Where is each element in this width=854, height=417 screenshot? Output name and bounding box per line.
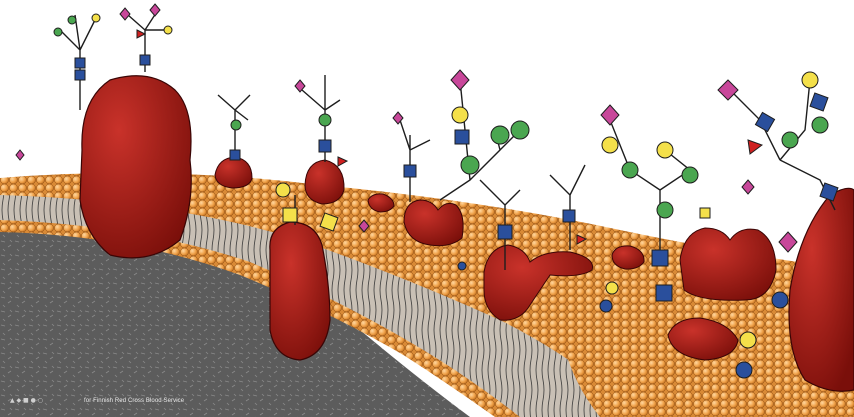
glycan-circle-icon — [54, 28, 62, 36]
image-credit: for Finnish Red Cross Blood Service — [84, 398, 184, 404]
glycan-square-icon — [498, 225, 512, 239]
glycan-triangle-icon — [137, 30, 145, 38]
glycan-square-icon — [563, 210, 575, 222]
glycan-diamond-icon — [779, 232, 797, 252]
glycan-diamond-icon — [742, 180, 754, 194]
glycan-circle-icon — [812, 117, 828, 133]
glycan-triangle-icon — [338, 157, 347, 166]
glycan-square-icon — [455, 130, 469, 144]
glycan-diamond-icon — [718, 80, 738, 100]
glycan-square-icon — [404, 165, 416, 177]
protein-small-2 — [305, 160, 344, 204]
glycan-circle-icon — [458, 262, 466, 270]
protein-edge-right — [789, 188, 854, 391]
glycan-circle-icon — [606, 282, 618, 294]
glycan-circle-icon — [782, 132, 798, 148]
glycan-square-icon — [810, 93, 828, 111]
protein-transmembrane-center — [270, 222, 330, 360]
glycan-diamond-icon — [451, 70, 469, 90]
glycan-square-icon — [283, 208, 297, 222]
glycan-circle-icon — [68, 16, 76, 24]
glycan-circle-icon — [461, 156, 479, 174]
glycan-circle-icon — [92, 14, 100, 22]
glycan-square-icon — [140, 55, 150, 65]
glycan-diamond-icon — [601, 105, 619, 125]
glycan-circle-icon — [772, 292, 788, 308]
glycan-square-icon — [656, 285, 672, 301]
glycan-circle-icon — [452, 107, 468, 123]
glycan-square-icon — [755, 112, 774, 131]
glycan-circle-icon — [602, 137, 618, 153]
glycan-circle-icon — [802, 72, 818, 88]
glycan-circle-icon — [319, 114, 331, 126]
glycan-circle-icon — [736, 362, 752, 378]
glycan-circle-icon — [491, 126, 509, 144]
glycan-circle-icon — [622, 162, 638, 178]
glycan-circle-icon — [231, 120, 241, 130]
glycan-triangle-icon — [748, 140, 762, 154]
glycan-circle-icon — [657, 142, 673, 158]
glycan-diamond-icon — [120, 8, 130, 20]
glycan-circle-icon — [511, 121, 529, 139]
glycan-diamond-icon — [295, 80, 305, 92]
glycan-circle-icon — [600, 300, 612, 312]
glycan-circle-icon — [657, 202, 673, 218]
glycan-circle-icon — [682, 167, 698, 183]
glycan-square-icon — [75, 70, 85, 80]
glycan-square-icon — [319, 140, 331, 152]
glycan-circle-icon — [164, 26, 172, 34]
glycan-diamond-icon — [150, 4, 160, 16]
protein-large-left — [80, 76, 191, 258]
glycan-square-icon — [652, 250, 668, 266]
protein-pair-right — [680, 228, 776, 300]
glycan-circle-icon — [276, 183, 290, 197]
glycan-diamond-icon — [393, 112, 403, 124]
glycan-square-icon — [700, 208, 710, 218]
glycan-diamond-icon — [16, 150, 24, 160]
glycan-square-icon — [230, 150, 240, 160]
protein-small-1 — [215, 157, 252, 188]
glycan-circle-icon — [740, 332, 756, 348]
glycan-square-icon — [75, 58, 85, 68]
credit-symbols: ▲ ◆ ■ ● ○ — [10, 397, 43, 404]
